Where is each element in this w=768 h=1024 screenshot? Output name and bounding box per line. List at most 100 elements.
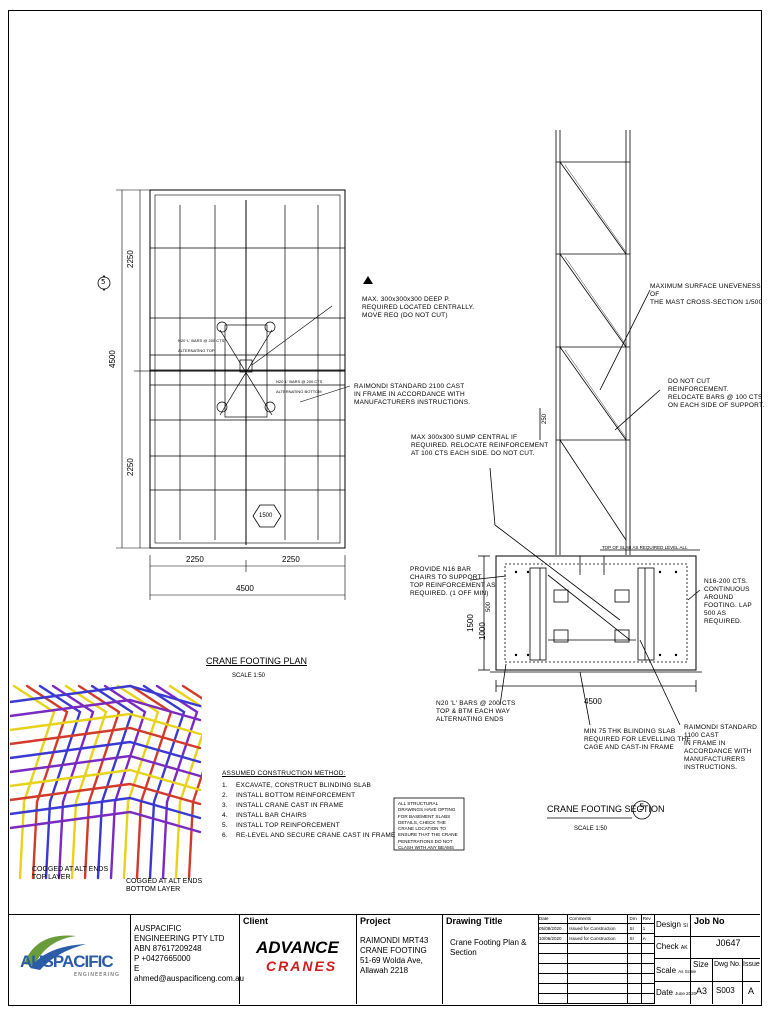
section-dim-width: 4500 <box>584 697 602 706</box>
section-note-cut-line1: DO NOT CUT REINFORCEMENT. <box>668 378 729 393</box>
plan-dim-bottom-left: 2250 <box>186 555 204 564</box>
rebar-bar <box>116 684 160 880</box>
revision-cell <box>628 974 642 983</box>
rebar-bar <box>10 768 202 792</box>
company-phone: P +0427665000 <box>134 954 191 963</box>
project-address-1: 51-69 Wolda Ave, <box>360 956 423 965</box>
row-line-4 <box>690 958 760 959</box>
method-step: 6. RE-LEVEL AND SECURE CRANE CAST IN FRAM… <box>222 832 396 840</box>
plan-note-bars-a: N20 'L' BARS @ 200 CTS <box>178 338 225 343</box>
drawing-title-heading: Drawing Title <box>446 916 503 926</box>
plan-note-max-line3: MOVE REO (DO NOT CUT) <box>362 312 448 319</box>
company-abn: ABN 87617209248 <box>134 944 202 953</box>
col-line-1 <box>712 958 713 1004</box>
section-note-blinding-line3: CAGE AND CAST-IN FRAME <box>584 744 674 751</box>
tb-divider-6 <box>654 914 655 1004</box>
rebar-cage-illustration <box>10 684 202 880</box>
plan-note-raimondi: RAIMONDI STANDARD 2100 CAST IN FRAME IN … <box>354 383 470 407</box>
plan-dim-bottom-total: 4500 <box>236 584 254 593</box>
revision-row <box>538 964 654 974</box>
construction-method: ASSUMED CONSTRUCTION METHOD: 1.EXCAVATE,… <box>222 770 396 842</box>
rebar-label-top-line2: TOP LAYER <box>32 874 71 881</box>
revision-cell <box>568 944 629 953</box>
plan-note-raimondi-line1: RAIMONDI STANDARD 2100 CAST <box>354 383 465 390</box>
section-note-chairs-line2: CHAIRS TO SUPPORT <box>410 574 482 581</box>
row-line-2 <box>654 958 690 959</box>
section-note-n16-line2: CONTINUOUS <box>704 586 750 593</box>
rebar-bar <box>10 698 202 722</box>
issue-value: A <box>748 986 755 996</box>
rebar-bar <box>77 684 121 880</box>
tb-divider-3 <box>356 914 357 1004</box>
tb-divider-5 <box>538 914 539 1004</box>
method-step: 3.INSTALL CRANE CAST IN FRAME <box>222 802 396 810</box>
section-top-label: TOP OF SLAB AS REQUIRED LEVEL ALL <box>602 545 688 550</box>
revision-cell <box>642 964 654 973</box>
plan-note-max-line1: MAX. 300x300x300 DEEP P. <box>362 296 451 303</box>
section-note-chairs-line1: PROVIDE N16 BAR <box>410 566 472 573</box>
construction-method-title: ASSUMED CONSTRUCTION METHOD: <box>222 770 346 777</box>
plan-note-bars-d: ALTERNATING BOTTOM <box>276 389 322 394</box>
section-note-sump-line1: MAX 300x300 SUMP CENTRAL IF <box>411 434 518 441</box>
section-note-cut: DO NOT CUT REINFORCEMENT. RELOCATE BARS … <box>668 378 768 410</box>
method-step-text: INSTALL BOTTOM REINFORCEMENT <box>236 792 356 799</box>
title-block <box>8 914 760 1005</box>
section-dim-500: 500 <box>486 601 492 612</box>
rebar-bar <box>10 684 202 708</box>
rebar-bar <box>10 810 202 834</box>
revision-cell: Drn <box>628 914 642 923</box>
method-step: 2. INSTALL BOTTOM REINFORCEMENT <box>222 792 396 800</box>
plan-note-bars-b: ALTERNATING TOP <box>178 348 215 353</box>
section-note-raimondi-line2: IN FRAME IN ACCORDANCE WITH <box>684 740 752 755</box>
revision-row <box>538 984 654 994</box>
section-note-sump-line3: AT 100 CTS EACH SIDE. DO NOT CUT. <box>411 450 535 457</box>
revision-cell <box>538 994 569 1003</box>
method-step-text: INSTALL BAR CHAIRS <box>236 812 307 819</box>
dwg-no: S003 <box>716 986 735 995</box>
scale-label: Scale As Scale <box>656 966 697 975</box>
revision-row <box>538 954 654 964</box>
rebar-bar <box>10 712 202 736</box>
revision-cell: 05/08/2020 <box>538 924 569 933</box>
project-address-2: Allawah 2218 <box>360 966 409 975</box>
revision-cell: SI <box>628 934 642 943</box>
row-line-1 <box>654 936 760 937</box>
method-step-text: RE-LEVEL AND SECURE CRANE CAST IN FRAME <box>236 832 396 839</box>
method-step-number: 6. <box>222 832 228 839</box>
logo-text: AUSPACIFIC <box>20 952 114 971</box>
revision-cell: Issued for Construction <box>568 924 629 933</box>
tb-divider-4 <box>442 914 443 1004</box>
drawing-border <box>8 10 762 1006</box>
plan-note-bars-c: N20 'L' BARS @ 200 CTS <box>276 379 323 384</box>
section-note-n16-line3: AROUND <box>704 594 734 601</box>
plan-scale: SCALE 1:50 <box>232 673 266 679</box>
revision-cell: Comments <box>568 914 629 923</box>
revision-cell <box>642 984 654 993</box>
client-logo-line2: CRANES <box>266 958 338 974</box>
section-note-n16-line4: FOOTING. LAP <box>704 602 752 609</box>
revision-cell <box>628 984 642 993</box>
design-label: Design SI <box>656 920 688 929</box>
method-step-number: 2. <box>222 792 228 799</box>
dwg-no-heading: Dwg No. <box>714 961 741 968</box>
company-name: AUSPACIFIC ENGINEERING PTY LTD <box>134 924 225 943</box>
check-label: Check AK <box>656 942 688 951</box>
section-note-lbars-line2: TOP & BTM EACH WAY <box>436 708 511 715</box>
advance-cranes-logo: ADVANCE CRANES <box>256 938 352 982</box>
method-step-text: EXCAVATE, CONSTRUCT BLINDING SLAB <box>236 782 372 789</box>
col-line-2 <box>742 958 743 1004</box>
section-marker: 5 <box>639 803 645 813</box>
revision-cell <box>628 954 642 963</box>
plan-title: CRANE FOOTING PLAN <box>206 656 308 666</box>
structural-note: ALL STRUCTURAL DRAWINGS HAVE OPTING FOR … <box>398 801 458 851</box>
revision-cell <box>642 954 654 963</box>
section-note-mast-line1: MAXIMUM SURFACE UNEVENESS OF <box>650 283 761 298</box>
plan-note-raimondi-line2: IN FRAME IN ACCORDANCE WITH <box>354 391 465 398</box>
section-note-mast: MAXIMUM SURFACE UNEVENESS OF THE MAST CR… <box>650 283 768 307</box>
revision-cell <box>568 964 629 973</box>
method-step-number: 4. <box>222 812 228 819</box>
revision-cell: SI <box>628 924 642 933</box>
rebar-label-top: COGGED AT ALT ENDS TOP LAYER <box>32 866 108 882</box>
